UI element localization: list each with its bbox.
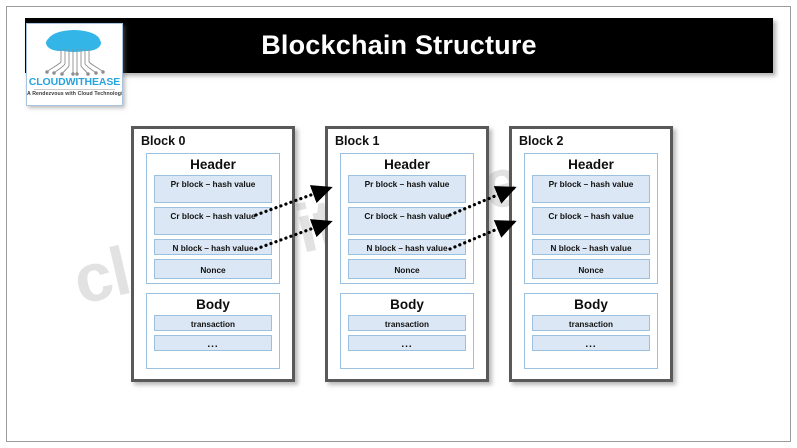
block-1-body-title: Body [390,297,424,312]
block-2-body-title: Body [574,297,608,312]
block-2-transaction-field[interactable]: transaction [532,315,650,331]
block-0-previous-hash-field[interactable]: Pr block – hash value [154,175,272,203]
block-2-body-section: Body transaction ... [524,293,658,369]
block-0-header-title: Header [190,157,236,172]
block-0-current-hash-field[interactable]: Cr block – hash value [154,207,272,235]
block-2-label: Block 2 [519,134,564,148]
block-2[interactable]: Block 2 Header Pr block – hash value Cr … [509,126,673,382]
block-0-transaction-field[interactable]: transaction [154,315,272,331]
block-2-current-hash-field[interactable]: Cr block – hash value [532,207,650,235]
page-title: Blockchain Structure [261,30,537,60]
block-1-body-section: Body transaction ... [340,293,474,369]
block-0-body-title: Body [196,297,230,312]
block-0-body-section: Body transaction ... [146,293,280,369]
block-2-previous-hash-field[interactable]: Pr block – hash value [532,175,650,203]
block-2-next-hash-field[interactable]: N block – hash value [532,239,650,255]
block-0-nonce-field[interactable]: Nonce [154,259,272,279]
cloud-icon [45,30,105,76]
block-2-header-section: Header Pr block – hash value Cr block – … [524,153,658,284]
block-2-nonce-field[interactable]: Nonce [532,259,650,279]
block-1-transaction-field[interactable]: transaction [348,315,466,331]
block-1-current-hash-field[interactable]: Cr block – hash value [348,207,466,235]
block-1[interactable]: Block 1 Header Pr block – hash value Cr … [325,126,489,382]
block-1-label: Block 1 [335,134,380,148]
block-1-nonce-field[interactable]: Nonce [348,259,466,279]
title-bar: Blockchain Structure [25,18,773,73]
block-1-next-hash-field[interactable]: N block – hash value [348,239,466,255]
block-1-header-title: Header [384,157,430,172]
block-1-previous-hash-field[interactable]: Pr block – hash value [348,175,466,203]
block-0-next-hash-field[interactable]: N block – hash value [154,239,272,255]
block-0-more-transactions-field[interactable]: ... [154,335,272,351]
logo-tagline: A Rendezvous with Cloud Technologies [27,91,123,97]
brand-logo: CLOUDWITHEASE A Rendezvous with Cloud Te… [26,23,123,106]
block-0-label: Block 0 [141,134,186,148]
block-2-more-transactions-field[interactable]: ... [532,335,650,351]
block-2-header-title: Header [568,157,614,172]
block-1-more-transactions-field[interactable]: ... [348,335,466,351]
logo-divider [34,89,115,90]
logo-wordmark: CLOUDWITHEASE [28,76,121,88]
block-0[interactable]: Block 0 Header Pr block – hash value Cr … [131,126,295,382]
block-0-header-section: Header Pr block – hash value Cr block – … [146,153,280,284]
block-1-header-section: Header Pr block – hash value Cr block – … [340,153,474,284]
